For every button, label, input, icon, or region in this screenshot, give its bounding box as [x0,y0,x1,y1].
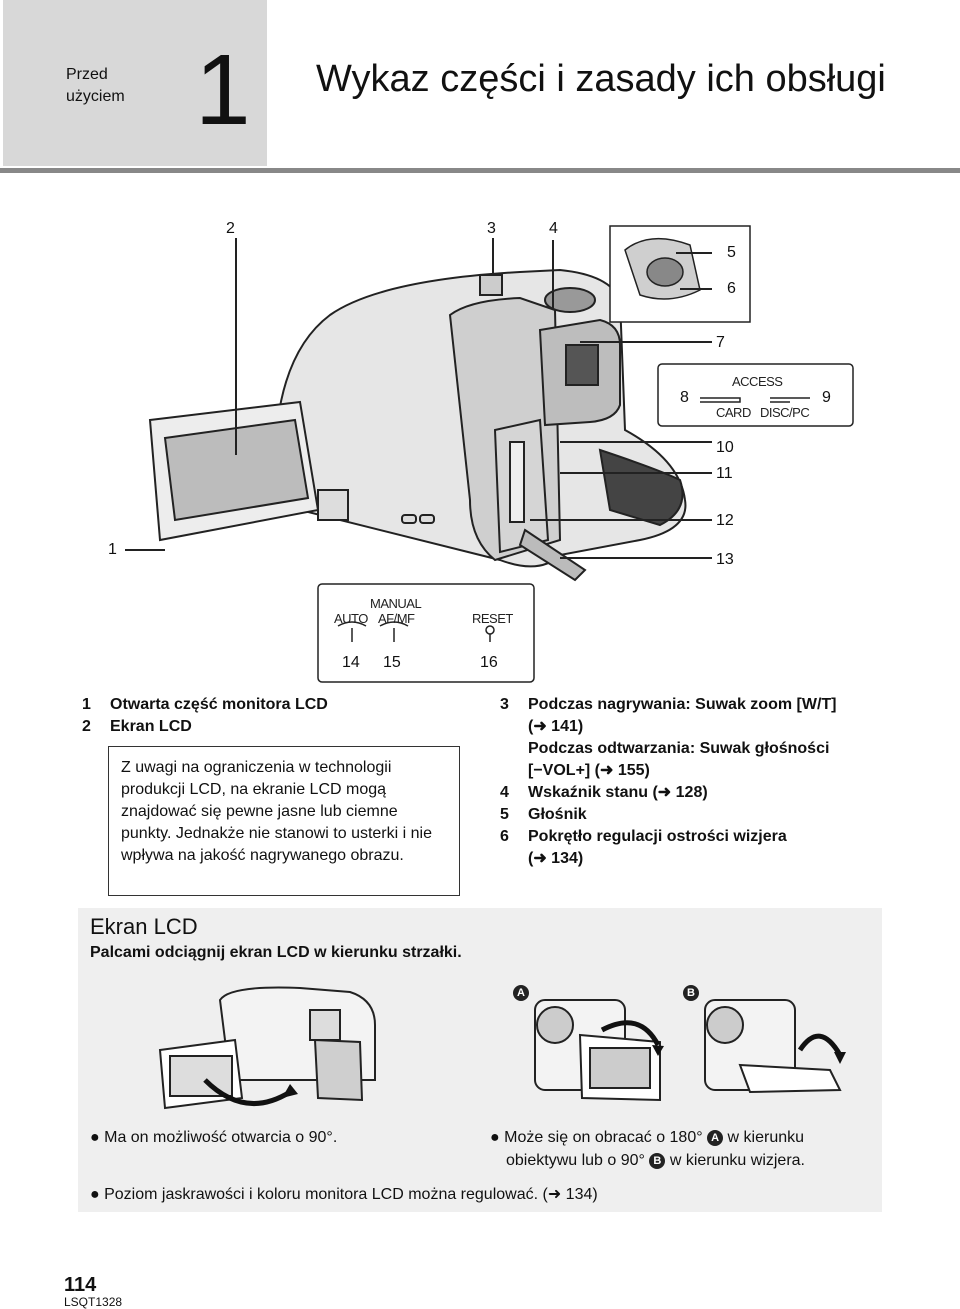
bullet-rotate: ● Może się on obracać o 180° A w kierunk… [490,1129,805,1169]
lcd-rotate-lens-illustration [534,999,664,1102]
page-number: 114 [64,1274,97,1296]
auto-label: AUTO [334,611,368,626]
lcd-section-title: Ekran LCD [90,914,198,939]
lcd-open-illustration [158,986,376,1110]
lcd-section-subtitle: Palcami odciągnij ekran LCD w kierunku s… [90,944,462,961]
camcorder-diagram [125,225,854,683]
callout-6: 6 [727,280,736,297]
badge-a-icon: A [707,1130,724,1146]
list-item: (➜ 141) [528,718,584,735]
section-label: Przed użyciem [66,66,125,105]
callout-13: 13 [716,551,734,568]
lcd-rotate-viewfinder-illustration [704,999,846,1094]
chapter-number: 1 [195,34,251,146]
bullet-brightness: ● Poziom jaskrawości i koloru monitora L… [90,1186,598,1203]
callout-15: 15 [383,654,401,671]
callout-5: 5 [727,244,736,261]
callout-14: 14 [342,654,360,671]
bullet-open-90: ● Ma on możliwość otwarcia o 90°. [90,1129,338,1146]
list-item: Podczas odtwarzania: Suwak głośności [528,740,830,757]
reset-label: RESET [472,611,513,626]
callout-2: 2 [226,220,235,237]
callout-12: 12 [716,512,734,529]
callout-1: 1 [108,541,117,558]
page-title: Wykaz części i zasady ich obsługi [316,58,886,100]
callout-7: 7 [716,334,725,351]
access-label: ACCESS [732,374,783,389]
disc-pc-label: DISC/PC [760,405,810,420]
lcd-note-box: Z uwagi na ograniczenia w technologii pr… [108,746,460,896]
callout-9: 9 [822,389,831,406]
afmf-label: AF/MF [378,611,415,626]
callout-4: 4 [549,220,558,237]
header-tab [3,0,267,166]
badge-a-icon: A [513,985,529,1001]
header-divider [0,168,960,173]
callout-10: 10 [716,439,734,456]
document-code: LSQT1328 [64,1295,123,1309]
list-item: (➜ 134) [528,850,584,867]
card-label: CARD [716,405,751,420]
list-item: [−VOL+] (➜ 155) [528,762,650,779]
badge-b-icon: B [649,1153,666,1169]
callout-3: 3 [487,220,496,237]
callout-8: 8 [680,389,689,406]
manual-label: MANUAL [370,596,422,611]
callout-16: 16 [480,654,498,671]
badge-b-icon: B [683,985,699,1001]
callout-11: 11 [716,465,733,482]
